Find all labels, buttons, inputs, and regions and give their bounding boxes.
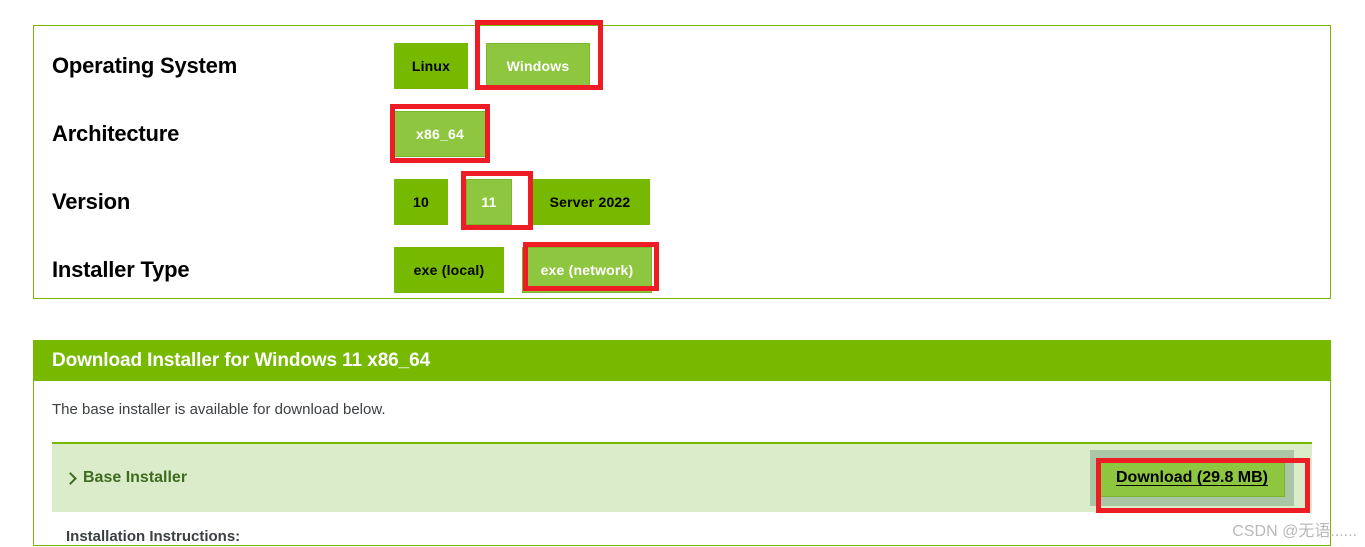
- row-label-architecture: Architecture: [52, 121, 180, 146]
- architecture-option-x86-64[interactable]: x86_64: [394, 111, 486, 165]
- download-panel-header: Download Installer for Windows 11 x86_64: [34, 340, 1330, 381]
- os-option-linux[interactable]: Linux: [394, 43, 468, 89]
- installer-type-option-exe-network[interactable]: exe (network): [522, 247, 652, 301]
- option-group-architecture: x86_64: [394, 111, 486, 165]
- base-installer-label: Base Installer: [83, 469, 188, 486]
- download-button-focus-ring: Download (29.8 MB): [1089, 450, 1294, 506]
- base-installer-row: Base Installer Download (29.8 MB): [52, 442, 1312, 512]
- os-option-windows[interactable]: Windows: [486, 43, 590, 97]
- base-installer-toggle[interactable]: Base Installer: [64, 469, 188, 487]
- version-option-10[interactable]: 10: [394, 179, 448, 225]
- installation-instructions-label: Installation Instructions:: [66, 528, 241, 545]
- version-option-server-2022[interactable]: Server 2022: [530, 179, 650, 225]
- download-panel: Download Installer for Windows 11 x86_64…: [33, 340, 1331, 546]
- selector-row-operating-system: Operating System Linux Windows: [34, 32, 1330, 100]
- option-group-operating-system: Linux Windows: [394, 43, 590, 97]
- download-panel-body: The base installer is available for down…: [34, 381, 1330, 545]
- installer-type-option-exe-local[interactable]: exe (local): [394, 247, 504, 293]
- row-label-operating-system: Operating System: [52, 53, 238, 78]
- csdn-watermark: CSDN @无语......: [1232, 523, 1357, 540]
- download-note: The base installer is available for down…: [52, 401, 386, 418]
- version-option-11[interactable]: 11: [466, 179, 512, 233]
- option-group-version: 10 11 Server 2022: [394, 179, 650, 233]
- selector-row-architecture: Architecture x86_64: [34, 100, 1330, 168]
- selector-row-version: Version 10 11 Server 2022: [34, 168, 1330, 236]
- row-label-installer-type: Installer Type: [52, 257, 190, 282]
- option-group-installer-type: exe (local) exe (network): [394, 247, 652, 301]
- selector-row-installer-type: Installer Type exe (local) exe (network): [34, 236, 1330, 304]
- installer-selector-panel: Operating System Linux Windows Architect…: [33, 25, 1331, 301]
- chevron-right-icon: [64, 471, 77, 485]
- download-button[interactable]: Download (29.8 MB): [1098, 459, 1285, 497]
- row-label-version: Version: [52, 189, 131, 214]
